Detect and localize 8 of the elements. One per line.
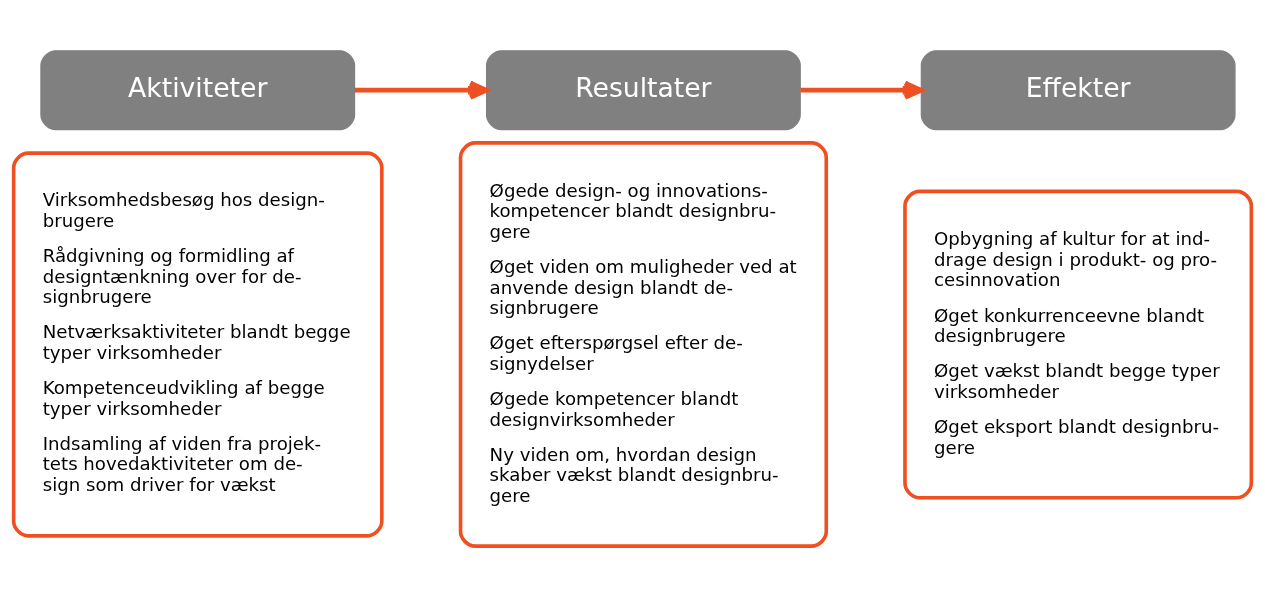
node-box: Resultater xyxy=(485,49,801,130)
node-box: Virksomhedsbesøg hos design- brugere Rådgivning og formidling af designtænkning over for de- signbrugere Netværksaktiviteter blandt begge typer virksomheder Kompetenceudvikling af begge typer virksomheder Indsamling af viden fra projek- tets hovedaktiviteter om de- sign som driver for vækst xyxy=(11,150,384,538)
arrow xyxy=(354,80,489,100)
node-box: Effekter xyxy=(920,49,1236,130)
node-box: Opbygning af kultur for at ind- drage design i produkt- og pro- cesinnovation Øget konkurrenceevne blandt designbrugere Øget vækst blandt begge typer virksomheder Øget eksport blandt designbru- gere xyxy=(903,189,1254,500)
node-box: Øgede design- og innovations- kompetencer blandt designbru- gere Øget viden om muligheder ved at anvende design blandt de- signbrugere Øget efterspørgsel efter de- signydelser Øgede kompetencer blandt designvirksomheder Ny viden om, hvordan design skaber vækst blandt designbru- gere xyxy=(458,140,829,548)
arrow xyxy=(800,80,924,100)
node-box: Aktiviteter xyxy=(40,49,356,130)
